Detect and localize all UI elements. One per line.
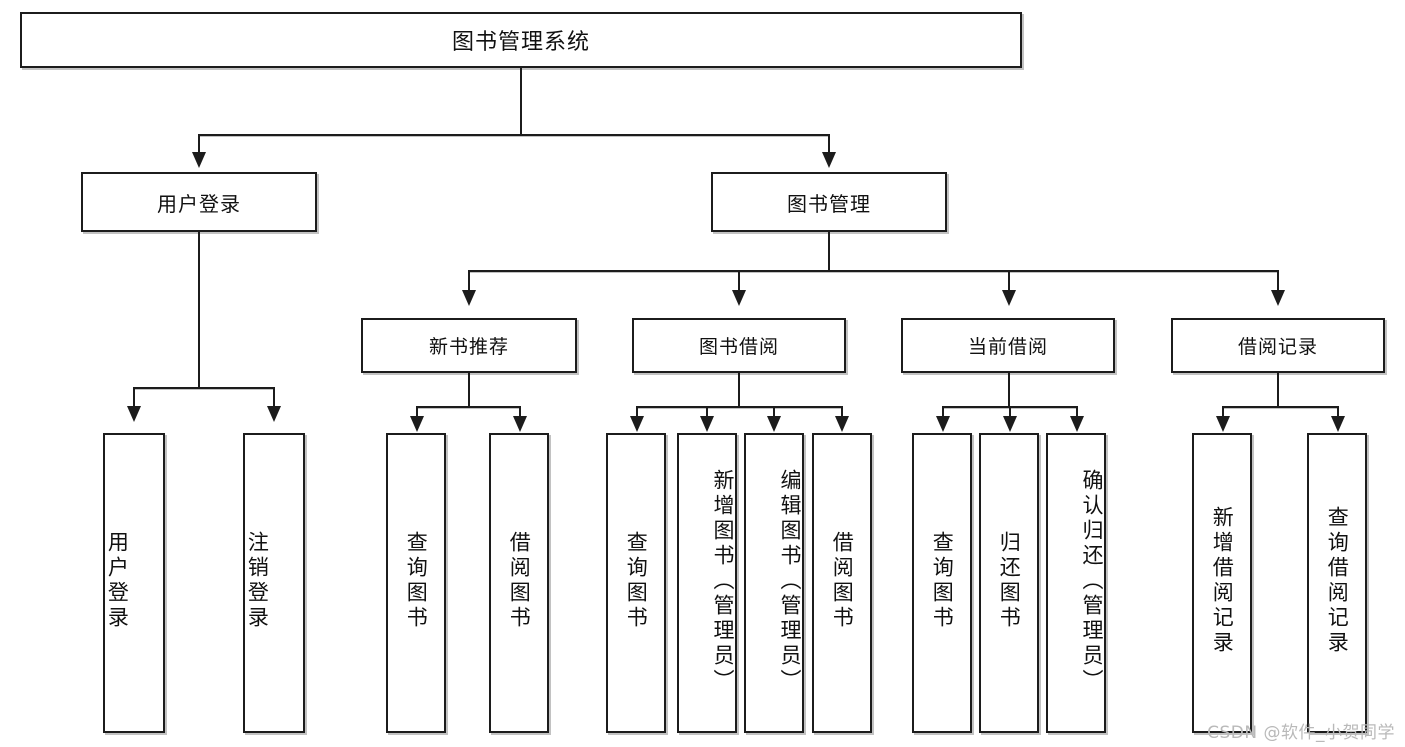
arrow-to-leaf-query-book-1 (410, 416, 424, 432)
node-label: 借阅图书 (830, 531, 855, 631)
leaf-return-book[interactable]: 归还图书 (979, 433, 1039, 733)
node-label: 确认归还（管理员） (1080, 468, 1104, 694)
arrow-to-leaf-logout (267, 406, 281, 422)
arrow-to-book-borrow (732, 290, 746, 306)
arrow-to-leaf-edit-book (767, 416, 781, 432)
connector-borrow-drop-2 (706, 406, 708, 418)
node-label: 编辑图书（管理员） (778, 468, 802, 694)
node-root-library-system[interactable]: 图书管理系统 (20, 12, 1022, 68)
arrow-to-leaf-borrow-book-2 (835, 416, 849, 432)
node-label: 新书推荐 (428, 336, 509, 358)
connector-root-left-drop (198, 134, 200, 154)
connector-recommend-bar (416, 406, 521, 408)
connector-borrow-drop-4 (841, 406, 843, 418)
connector-record-drop-1 (1222, 406, 1224, 418)
node-label: 图书借阅 (698, 336, 779, 358)
leaf-confirm-return-admin[interactable]: 确认归还（管理员） (1046, 433, 1106, 733)
connector-book-mgmt-bar (468, 270, 1279, 272)
leaf-query-book-current[interactable]: 查询图书 (912, 433, 972, 733)
node-borrow-record[interactable]: 借阅记录 (1171, 318, 1385, 373)
connector-recommend-stem (468, 373, 470, 407)
csdn-watermark: CSDN @软件_小贺同学 (1207, 723, 1395, 743)
connector-root-right-drop (828, 134, 830, 154)
connector-recommend-drop-2 (519, 406, 521, 418)
node-current-borrow[interactable]: 当前借阅 (901, 318, 1115, 373)
node-label: 借阅记录 (1237, 336, 1318, 358)
arrow-to-leaf-query-book-3 (936, 416, 950, 432)
connector-record-stem (1277, 373, 1279, 407)
connector-book-mgmt-drop-2 (738, 270, 740, 292)
node-label: 查询图书 (404, 531, 429, 631)
connector-current-drop-1 (942, 406, 944, 418)
connector-record-bar (1222, 406, 1339, 408)
connector-user-login-drop-1 (133, 387, 135, 408)
arrow-to-leaf-query-book-2 (630, 416, 644, 432)
node-user-login[interactable]: 用户登录 (81, 172, 317, 232)
connector-current-stem (1008, 373, 1010, 407)
node-label: 新增图书（管理员） (711, 468, 735, 694)
node-label: 借阅图书 (507, 531, 532, 631)
arrow-to-leaf-borrow-book-1 (513, 416, 527, 432)
node-label: 查询图书 (624, 531, 649, 631)
arrow-to-leaf-user-login (127, 406, 141, 422)
leaf-add-book-admin[interactable]: 新增图书（管理员） (677, 433, 737, 733)
connector-current-drop-3 (1076, 406, 1078, 418)
leaf-query-borrow-record[interactable]: 查询借阅记录 (1307, 433, 1367, 733)
connector-record-drop-2 (1337, 406, 1339, 418)
node-label: 归还图书 (997, 531, 1022, 631)
connector-user-login-drop-2 (273, 387, 275, 408)
leaf-logout[interactable]: 注销登录 (243, 433, 305, 733)
node-new-book-recommend[interactable]: 新书推荐 (361, 318, 577, 373)
connector-borrow-drop-1 (636, 406, 638, 418)
node-label: 注销登录 (245, 531, 270, 631)
node-label: 用户登录 (105, 531, 130, 631)
connector-book-mgmt-stem (828, 232, 830, 272)
arrow-to-new-book-recommend (462, 290, 476, 306)
node-label: 查询图书 (930, 531, 955, 631)
arrow-to-book-management (822, 152, 836, 168)
connector-book-mgmt-drop-3 (1008, 270, 1010, 292)
connector-root-stem (520, 68, 522, 135)
leaf-query-book-recommend[interactable]: 查询图书 (386, 433, 446, 733)
arrow-to-leaf-confirm-return (1070, 416, 1084, 432)
node-label: 用户登录 (157, 191, 241, 216)
connector-user-login-stem (198, 232, 200, 388)
arrow-to-borrow-record (1271, 290, 1285, 306)
node-label: 新增借阅记录 (1210, 506, 1235, 656)
arrow-to-user-login (192, 152, 206, 168)
connector-borrow-drop-3 (773, 406, 775, 418)
leaf-user-login[interactable]: 用户登录 (103, 433, 165, 733)
connector-root-bar (198, 134, 830, 136)
connector-recommend-drop-1 (416, 406, 418, 418)
node-book-management[interactable]: 图书管理 (711, 172, 947, 232)
leaf-add-borrow-record[interactable]: 新增借阅记录 (1192, 433, 1252, 733)
arrow-to-leaf-return-book (1003, 416, 1017, 432)
arrow-to-leaf-query-record (1331, 416, 1345, 432)
node-label: 图书管理 (787, 191, 871, 216)
connector-current-drop-2 (1009, 406, 1011, 418)
connector-user-login-bar (133, 387, 275, 389)
arrow-to-leaf-add-record (1216, 416, 1230, 432)
leaf-query-book-borrow[interactable]: 查询图书 (606, 433, 666, 733)
connector-book-mgmt-drop-1 (468, 270, 470, 292)
connector-borrow-bar (636, 406, 842, 408)
leaf-edit-book-admin[interactable]: 编辑图书（管理员） (744, 433, 804, 733)
arrow-to-leaf-add-book (700, 416, 714, 432)
node-book-borrow[interactable]: 图书借阅 (632, 318, 846, 373)
leaf-borrow-book-recommend[interactable]: 借阅图书 (489, 433, 549, 733)
node-label: 图书管理系统 (451, 30, 590, 55)
node-label: 查询借阅记录 (1325, 506, 1350, 656)
leaf-borrow-book[interactable]: 借阅图书 (812, 433, 872, 733)
arrow-to-current-borrow (1002, 290, 1016, 306)
connector-book-mgmt-drop-4 (1277, 270, 1279, 292)
connector-borrow-stem (738, 373, 740, 407)
node-label: 当前借阅 (967, 336, 1048, 358)
